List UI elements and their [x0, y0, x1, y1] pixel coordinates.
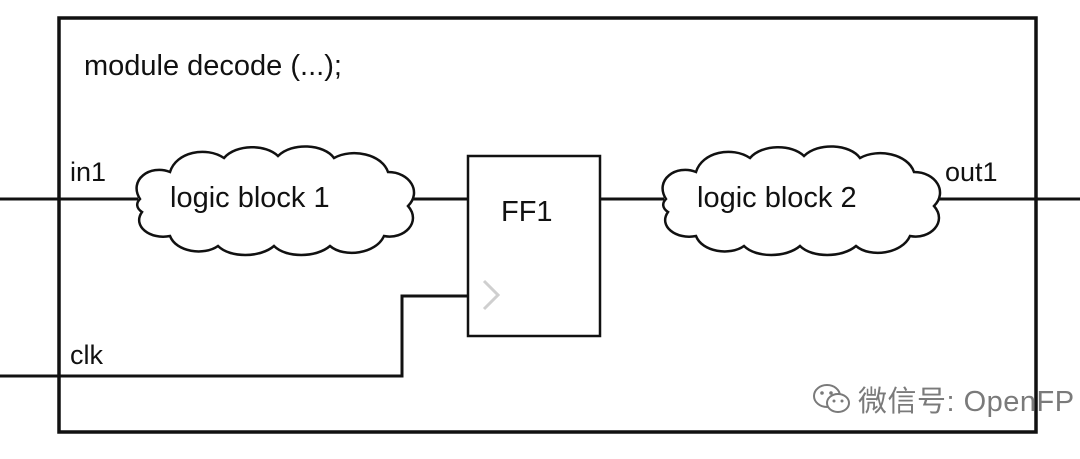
logic-block-1-cloud	[135, 145, 416, 257]
port-clk-label: clk	[70, 340, 103, 370]
logic-block-1-label: logic block 1	[170, 182, 330, 214]
clock-edge-marker	[482, 279, 501, 311]
watermark: 微信号: OpenFP	[812, 378, 1075, 420]
ff1-box	[466, 154, 602, 338]
port-out1-label: out1	[945, 157, 998, 187]
ff1-label: FF1	[501, 196, 553, 228]
module-title: module decode (...);	[84, 50, 342, 82]
wechat-icon	[813, 384, 850, 413]
module-boundary	[57, 16, 1038, 434]
logic-block-2-label: logic block 2	[697, 182, 857, 214]
logic-block-2-cloud	[661, 145, 942, 257]
port-in1-label: in1	[70, 157, 107, 187]
clk-wire	[0, 294, 468, 378]
watermark-text: 微信号: OpenFP	[858, 386, 1075, 418]
